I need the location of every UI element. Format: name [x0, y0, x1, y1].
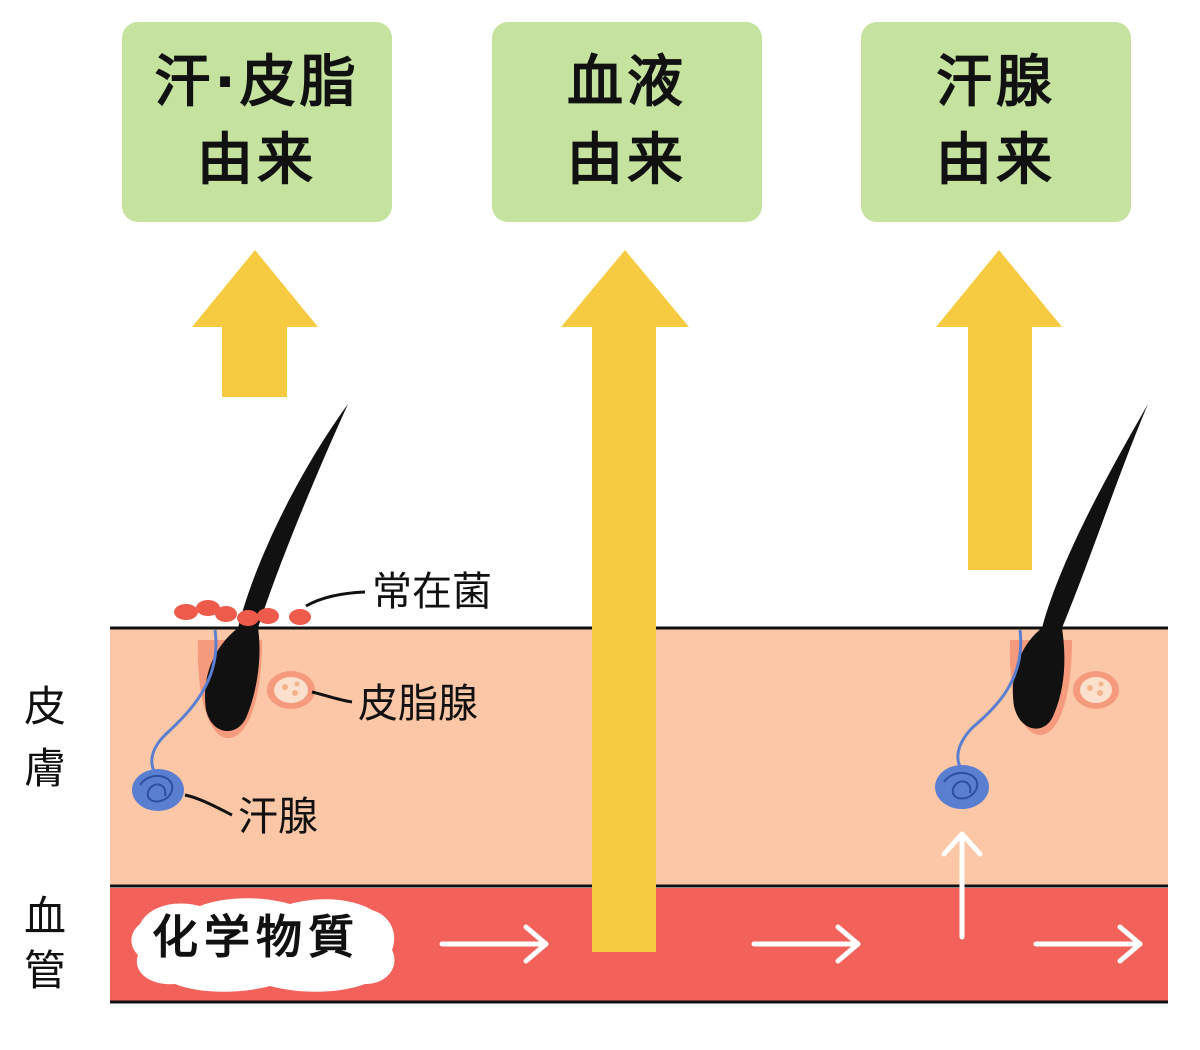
sebaceous-gland-icon: [1080, 677, 1112, 703]
sweat-gland-icon: [132, 769, 184, 811]
chemical-cloud: [131, 898, 395, 992]
sebum-dot: [1097, 690, 1103, 696]
sebum-dot: [282, 684, 288, 690]
sebum-dot: [292, 690, 298, 696]
bacteria-icon: [174, 600, 311, 626]
right-arrow-icon: [751, 924, 861, 964]
source-box-line2: 由来: [936, 128, 1056, 193]
source-box-line2: 由来: [567, 128, 687, 193]
sweat-gland-icon: [935, 765, 989, 809]
sebum-dot: [294, 681, 300, 687]
up-arrow-icon: [192, 250, 318, 397]
sebaceous-leader-line: [311, 690, 353, 704]
source-box-blood: 血液 由来: [492, 22, 762, 222]
skin-layer-label-char2: 膚: [23, 744, 66, 793]
up-flow-arrow-icon: [941, 831, 983, 940]
source-box-line1: 汗·皮脂: [154, 50, 360, 115]
bacteria-leader-line: [305, 590, 366, 608]
bacteria-label: 常在菌: [372, 569, 492, 615]
hair-icon: [1012, 404, 1148, 729]
sweat-duct: [956, 629, 1023, 771]
source-box-line1: 血液: [567, 50, 687, 115]
source-box-line2: 由来: [197, 128, 317, 193]
sebaceous-gland-label: 皮脂腺: [358, 681, 478, 727]
right-arrow-icon: [439, 924, 549, 964]
chemical-label: 化学物質: [152, 910, 360, 964]
vessel-layer-label-char1: 血: [23, 892, 66, 941]
sweat-gland-leader-line: [184, 793, 233, 817]
source-box-line1: 汗腺: [936, 50, 1056, 115]
right-arrow-icon: [1033, 924, 1143, 964]
source-box-sweat-sebum: 汗·皮脂 由来: [122, 22, 392, 222]
skin-layer-label-char1: 皮: [23, 682, 66, 731]
sebum-dot: [1098, 681, 1104, 687]
sweat-duct: [150, 629, 218, 779]
source-box-sweat-gland: 汗腺 由来: [861, 22, 1131, 222]
sebum-dot: [1087, 685, 1093, 691]
sebaceous-gland-icon: [274, 677, 308, 703]
vessel-layer-label-char2: 管: [23, 946, 66, 995]
sweat-gland-label: 汗腺: [238, 794, 318, 840]
up-arrow-icon: [561, 250, 689, 952]
hair-icon: [204, 404, 348, 732]
up-arrow-icon: [936, 250, 1062, 570]
